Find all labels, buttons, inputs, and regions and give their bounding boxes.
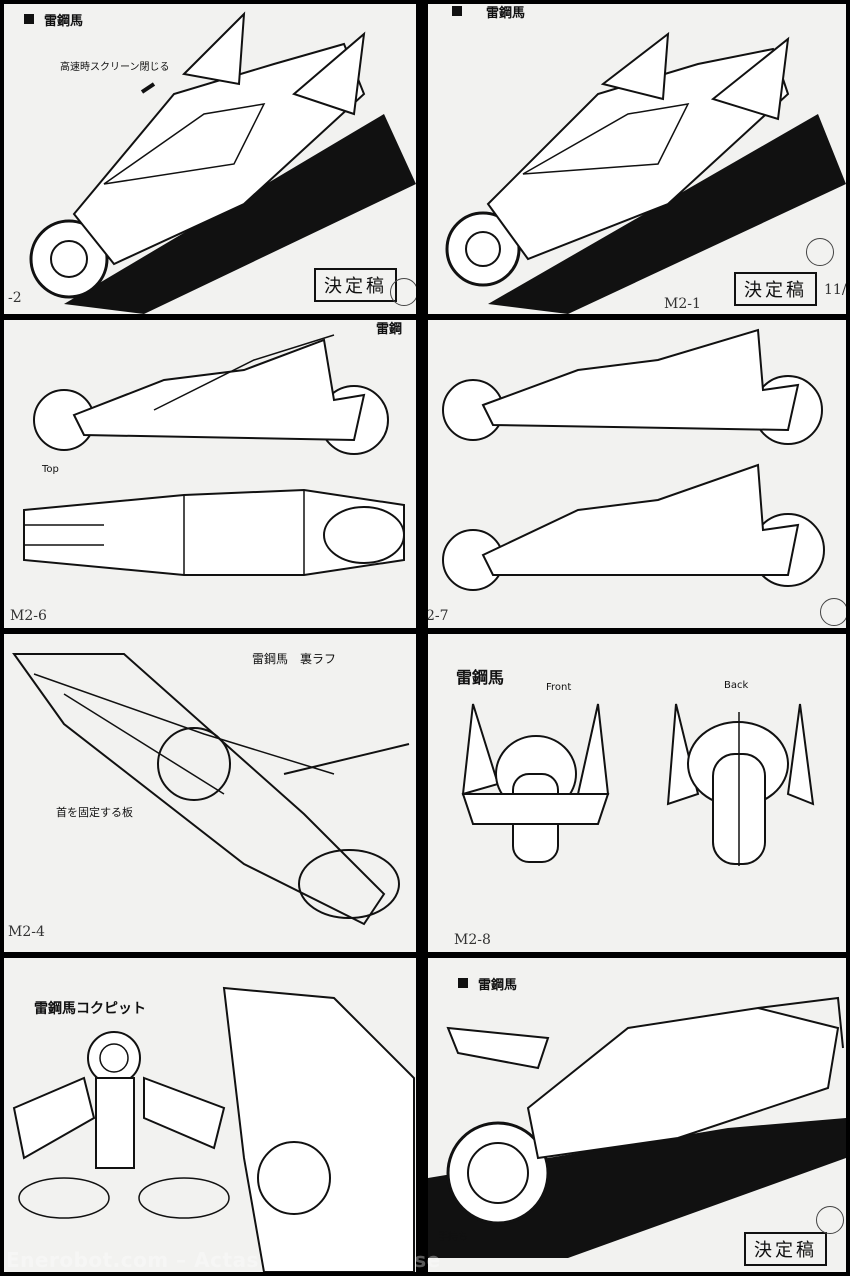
sheet-panel-1: 雷鋼馬 高速時スクリーン閉じる 決定稿 -2 [4,4,416,314]
approval-stamp: 決定稿 [744,1232,827,1266]
title-marker [452,6,462,16]
panel-title: 雷鋼馬 [478,978,518,993]
approval-stamp: 決定稿 [314,268,397,302]
view-label-back: Back [724,680,749,691]
motorbike-perspective-drawing-alt [445,31,846,314]
sheet-panel-2: 雷鋼馬 決定稿 M2-1 11/ [428,4,846,314]
source-watermark: Enerobot.com – Actas Inc, Build Base [6,1248,441,1272]
panel-annotation: 手持ち [438,1232,468,1243]
approval-stamp: 決定稿 [734,272,817,306]
sheet-code: M2-6 [10,608,47,624]
sheet-panel-4: 2-7 [428,320,846,628]
sheet-panel-3: 雷鋼 Top M2-6 [4,320,416,628]
cockpit-drawing [12,986,415,1272]
motorbike-rear-perspective-drawing [428,996,846,1258]
panel-title: 雷鋼馬コクピット [34,1001,146,1017]
page-corner-mark: 11/ [824,282,846,298]
front-and-back-view-drawing [461,703,815,866]
approval-seal [390,278,416,306]
motorbike-perspective-drawing [29,11,416,314]
view-label-front: Front [546,682,572,693]
approval-seal [820,598,846,626]
sheet-code: -2 [8,290,22,306]
rough-sketch-drawing [12,653,410,926]
sheet-code: 2-7 [428,608,449,624]
sheet-panel-6: 雷鋼馬 Front Back M2-8 [428,634,846,952]
approval-seal [806,238,834,266]
view-label-top: Top [42,464,59,475]
panel-title: 雷鋼馬 [456,668,505,687]
panel-title: 雷鋼馬 [44,14,84,29]
sheet-panel-7: 雷鋼馬コクピット [4,958,416,1272]
approval-seal [816,1206,844,1234]
sheet-panel-5: 雷鋼馬 裏ラフ 首を固定する板 M2-4 [4,634,416,952]
sheet-code: M2-1 [664,296,701,312]
panel-title: 雷鋼馬 裏ラフ [252,652,337,666]
side-view-pair-drawing [442,328,825,591]
title-marker [458,978,468,988]
sheet-code: M2-4 [8,924,45,940]
sheet-code: M2-8 [454,932,491,948]
sheet-panel-8: 雷鋼馬 手持ち 決定稿 [428,958,846,1272]
panel-annotation: 高速時スクリーン閉じる [60,62,170,73]
panel-title: 雷鋼 [376,322,403,337]
side-and-top-view-drawing [23,334,405,576]
title-marker [24,14,34,24]
panel-title: 雷鋼馬 [486,6,526,21]
panel-annotation: 首を固定する板 [56,806,133,819]
